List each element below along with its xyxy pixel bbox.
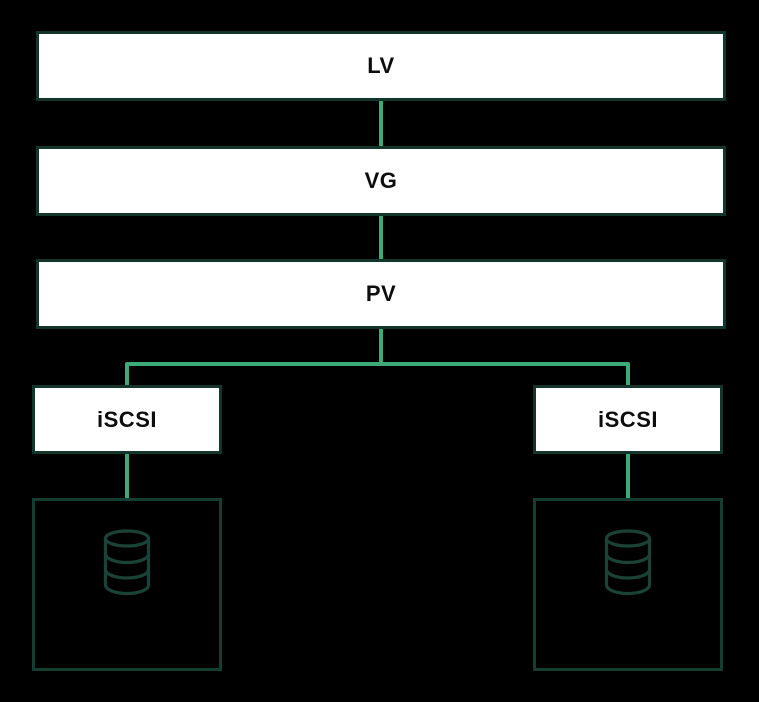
node-iscsi-right-label: iSCSI xyxy=(598,406,658,432)
storage-node-right xyxy=(533,498,723,671)
storage-node-left xyxy=(32,498,222,671)
database-icon xyxy=(604,529,652,596)
database-icon xyxy=(103,529,151,596)
connector-iscsi-storage-right xyxy=(626,454,630,498)
node-pv-label: PV xyxy=(365,281,397,306)
node-vg: VG xyxy=(36,146,726,216)
connector-vg-pv xyxy=(379,216,383,259)
node-pv: PV xyxy=(36,259,726,329)
node-iscsi-left: iSCSI xyxy=(32,385,222,454)
connector-pv-branch xyxy=(125,329,630,385)
node-lv-label: LV xyxy=(367,53,395,78)
node-lv: LV xyxy=(36,31,726,101)
node-iscsi-left-label: iSCSI xyxy=(97,406,157,432)
node-vg-label: VG xyxy=(364,168,398,193)
connector-lv-vg xyxy=(379,101,383,146)
branch-horizontal-line xyxy=(125,362,630,385)
connector-iscsi-storage-left xyxy=(125,454,129,498)
node-iscsi-right: iSCSI xyxy=(533,385,723,454)
